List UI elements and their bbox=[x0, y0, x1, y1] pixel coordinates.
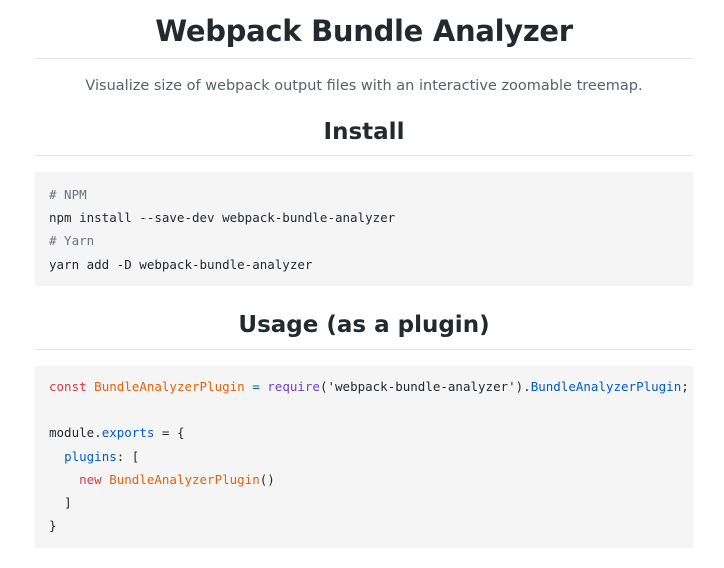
code-property-plugin: BundleAnalyzerPlugin bbox=[530, 379, 682, 394]
yarn-command-line: yarn add -D webpack-bundle-analyzer bbox=[49, 256, 313, 272]
code-line-array-close: ] bbox=[49, 491, 679, 514]
code-keyword-new: new bbox=[79, 471, 102, 487]
install-code-block[interactable]: # NPM npm install --save-dev webpack-bund… bbox=[35, 172, 693, 286]
title-divider bbox=[35, 58, 693, 59]
usage-heading: Usage (as a plugin) bbox=[238, 312, 490, 338]
npm-command-line: npm install --save-dev webpack-bundle-an… bbox=[49, 210, 396, 226]
yarn-comment-line: # Yarn bbox=[49, 233, 95, 249]
install-heading: Install bbox=[323, 119, 405, 145]
code-operator-eq: = bbox=[252, 379, 260, 394]
code-exports-word: exports bbox=[101, 425, 155, 441]
code-paren-open: ( bbox=[319, 379, 328, 394]
install-divider bbox=[35, 155, 693, 156]
code-line-require: const BundleAnalyzerPlugin = require('we… bbox=[49, 375, 689, 398]
code-line-object-close: } bbox=[49, 514, 679, 537]
code-variable-name: BundleAnalyzerPlugin bbox=[94, 379, 245, 394]
npm-comment-line: # NPM bbox=[49, 187, 87, 202]
usage-code-block[interactable]: const BundleAnalyzerPlugin = require('we… bbox=[35, 366, 693, 548]
usage-divider bbox=[35, 349, 693, 350]
code-keyword-const: const bbox=[49, 379, 87, 394]
code-plugins-key: plugins bbox=[64, 448, 117, 464]
code-semicolon: ; bbox=[681, 379, 689, 394]
code-array-close: ] bbox=[64, 494, 72, 510]
code-module-string: 'webpack-bundle-analyzer' bbox=[327, 379, 516, 394]
code-assign-brace: = { bbox=[154, 425, 185, 441]
code-constructor-call: () bbox=[259, 471, 275, 487]
code-object-close: } bbox=[49, 518, 57, 534]
code-line-new-plugin: new BundleAnalyzerPlugin() bbox=[49, 468, 679, 491]
code-constructor-name: BundleAnalyzerPlugin bbox=[109, 471, 260, 487]
code-function-require: require bbox=[267, 379, 320, 394]
code-plugins-open: : [ bbox=[116, 448, 140, 464]
code-line-module-exports: module.exports = { bbox=[49, 421, 679, 444]
code-paren-close-dot: ). bbox=[515, 379, 531, 394]
code-blank-line bbox=[49, 398, 679, 421]
code-module-word: module. bbox=[49, 425, 102, 441]
page-title: Webpack Bundle Analyzer bbox=[155, 14, 573, 48]
page-subtitle: Visualize size of webpack output files w… bbox=[85, 78, 643, 94]
code-line-plugins: plugins: [ bbox=[49, 445, 679, 468]
